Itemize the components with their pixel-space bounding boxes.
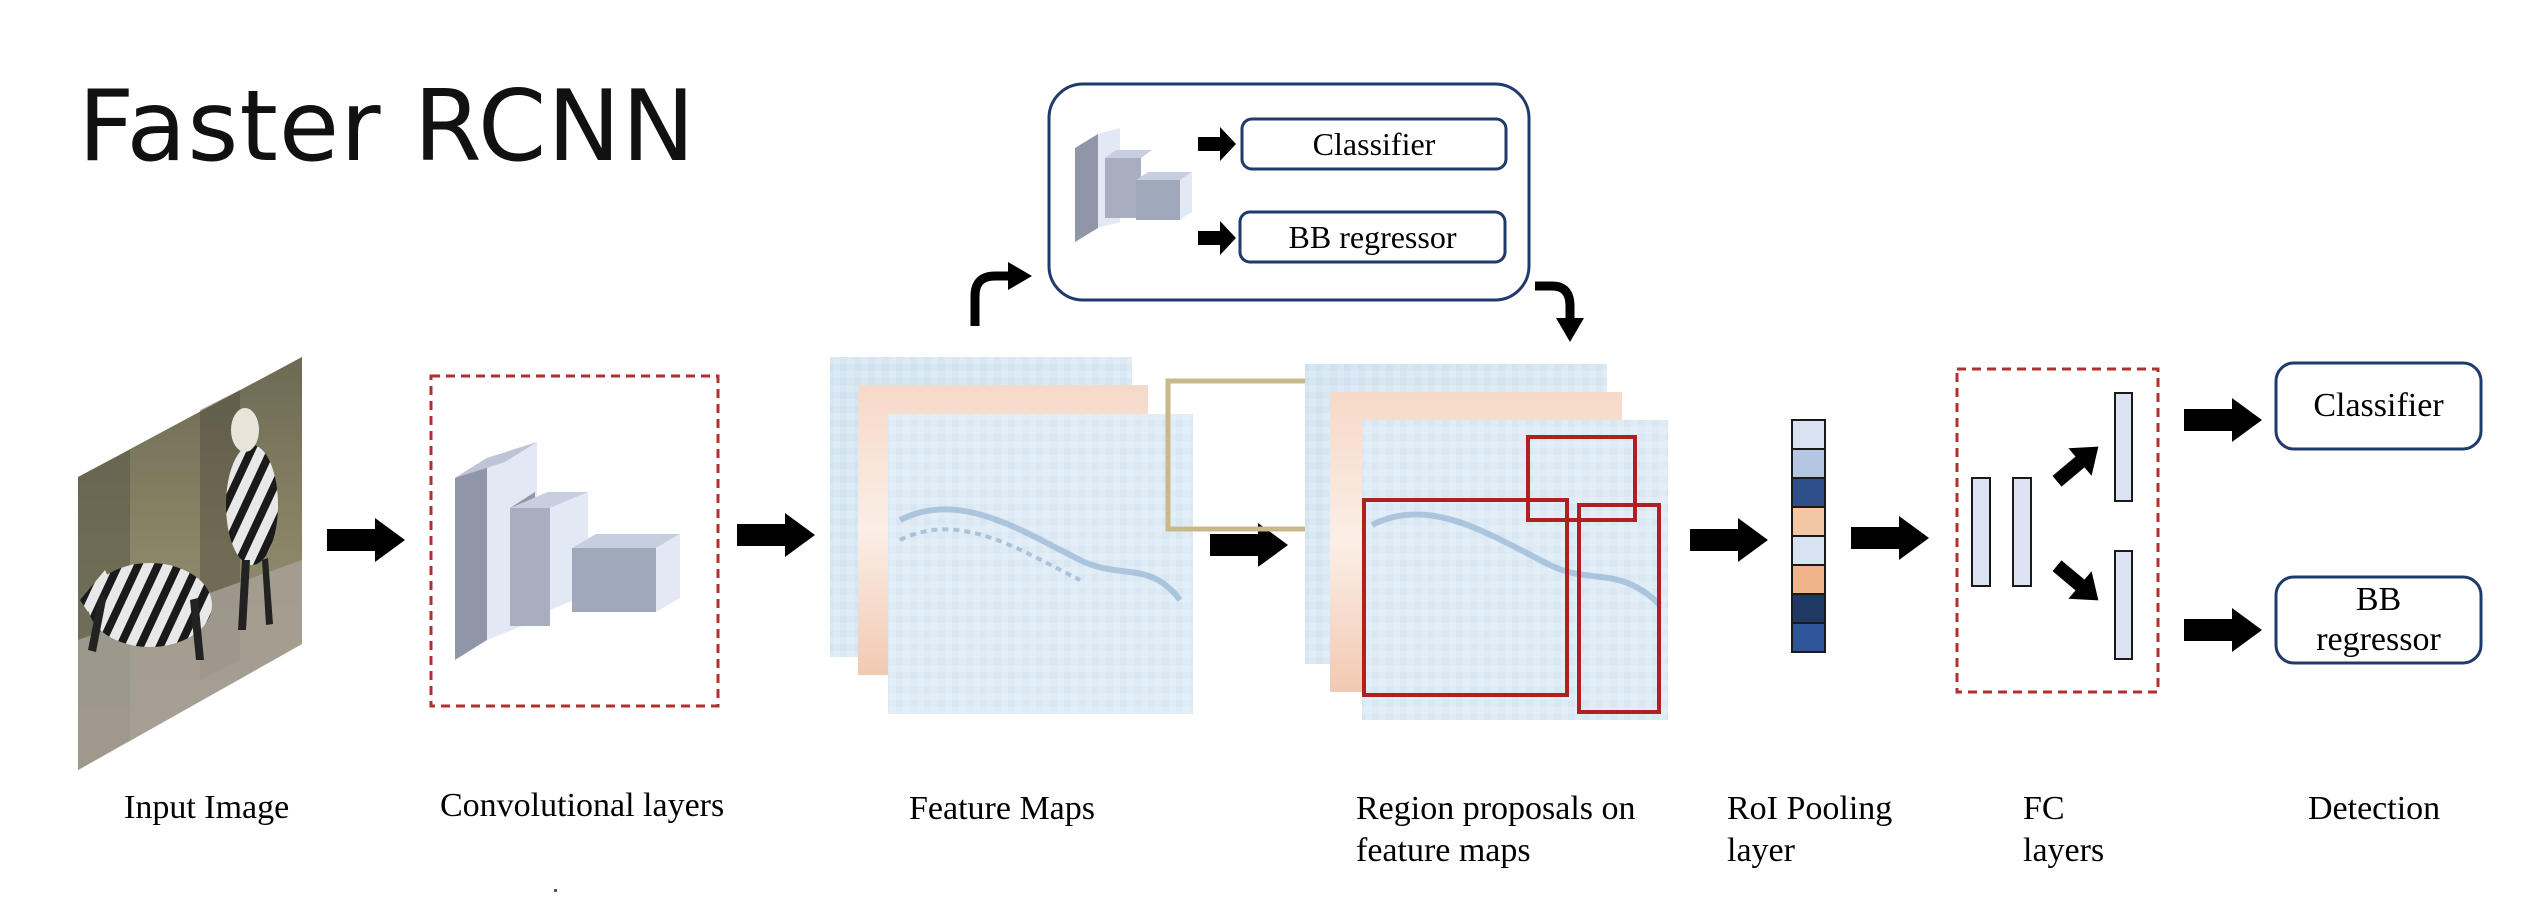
rpn-in-arrow	[970, 271, 1012, 326]
arrow-input-to-conv	[327, 518, 405, 562]
fc-dashed-box	[1955, 367, 2160, 694]
caption-roi-pooling-2: layer	[1727, 832, 1795, 869]
rpn-classifier-box	[1240, 117, 1508, 171]
bb-regressor-line1: BB	[2355, 581, 2402, 618]
rpn-bb-regressor-label: BB regressor	[1288, 219, 1457, 255]
detection-bb-regressor-box	[2274, 575, 2483, 665]
arrow-roi-to-fc	[1851, 516, 1929, 560]
roi-cell	[1791, 419, 1826, 450]
input-image	[78, 357, 302, 770]
roi-cell	[1791, 535, 1826, 566]
rpn-bb-regressor-box	[1238, 210, 1507, 264]
bb-regressor-line2: regressor	[2316, 621, 2441, 658]
roi-cell	[1791, 593, 1826, 624]
rpn-conv-icon	[1075, 128, 1192, 242]
slide-title: Faster RCNN	[78, 70, 696, 184]
arrow-fc-to-bb	[2184, 608, 2262, 652]
caption-fc-1: FC	[2023, 790, 2065, 827]
roi-pooling-column	[1791, 419, 1826, 653]
caption-detection: Detection	[2308, 790, 2441, 827]
roi-cell	[1791, 506, 1826, 537]
detection-classifier-label: Classifier	[2313, 387, 2444, 424]
roi-cell	[1791, 448, 1826, 479]
feature-maps-stack	[830, 357, 1193, 714]
conv-layers-dashed-box	[429, 374, 720, 708]
detection-bb-regressor-label: BB regressor	[2276, 577, 2481, 663]
fc-bar-2	[2012, 477, 2032, 587]
roi-cell	[1791, 564, 1826, 595]
arrow-fc-to-classifier	[2184, 398, 2262, 442]
roi-cell	[1791, 477, 1826, 508]
caption-input-image: Input Image	[124, 789, 290, 826]
fc-diagonal-arrows	[2052, 446, 2099, 601]
rpn-classifier-label: Classifier	[1312, 126, 1436, 162]
caption-feature-maps: Feature Maps	[909, 790, 1096, 827]
rpn-small-arrows	[1198, 127, 1236, 255]
rpn-out-arrow	[1535, 281, 1575, 322]
conv-block-icon	[455, 442, 680, 660]
region-proposals-stack	[1305, 364, 1668, 720]
arrow-fm-to-proposals	[1210, 523, 1288, 567]
caption-conv-layers: Convolutional layers	[440, 787, 725, 824]
caption-region-proposals-2: feature maps	[1356, 832, 1531, 869]
roi-cell	[1791, 622, 1826, 653]
arrow-conv-to-fm	[737, 513, 815, 557]
fc-bar-4	[2114, 550, 2133, 660]
caption-roi-pooling-1: RoI Pooling	[1727, 790, 1893, 827]
caption-region-proposals-1: Region proposals on	[1356, 790, 1636, 827]
proposal-box-top	[1526, 435, 1637, 522]
proposal-box-large	[1362, 498, 1569, 697]
fc-bar-1	[1971, 477, 1991, 587]
fc-bar-3	[2114, 392, 2133, 502]
detection-classifier-box	[2274, 361, 2483, 451]
arrow-proposals-to-roi	[1690, 518, 1768, 562]
proposal-box-right	[1577, 503, 1661, 714]
caption-fc-2: layers	[2023, 832, 2105, 869]
